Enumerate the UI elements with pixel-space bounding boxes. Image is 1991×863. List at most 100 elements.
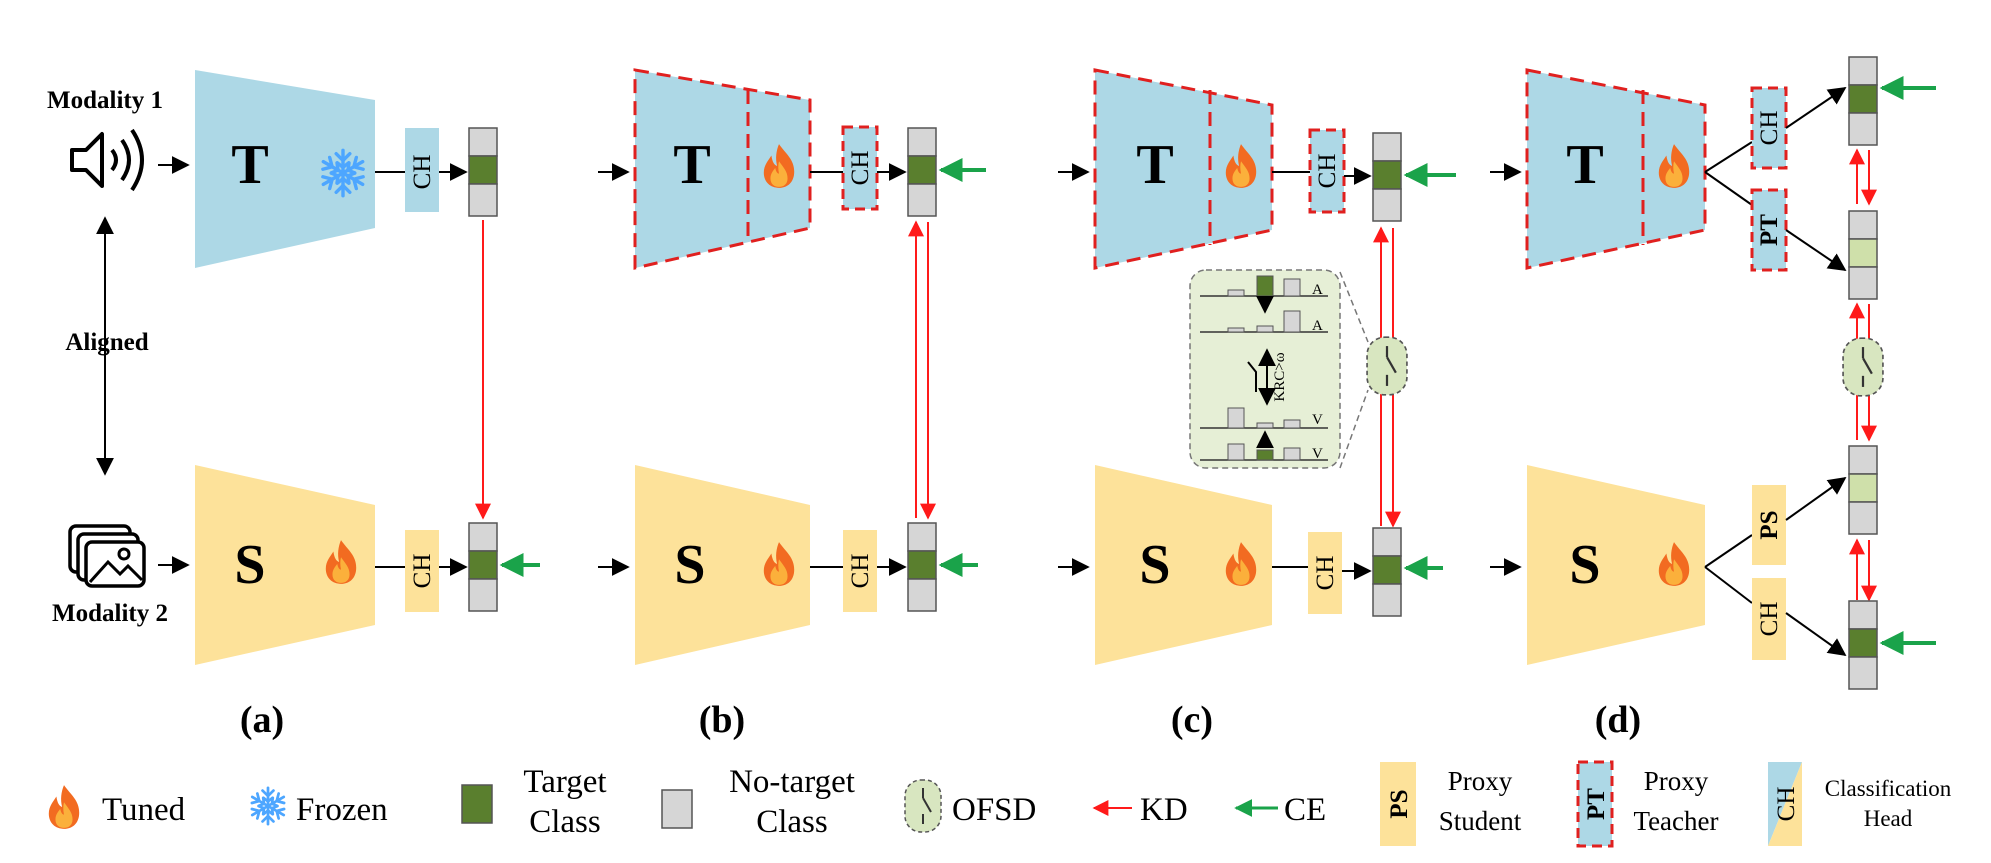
ch-label-teacher-d: CH xyxy=(1756,111,1783,146)
ch-label-student-c: CH xyxy=(1312,556,1339,591)
ps-label-d: PS xyxy=(1756,510,1783,539)
caption-a: (a) xyxy=(240,699,284,741)
branch-t-pt-d xyxy=(1704,171,1753,206)
legend-target-line2: Class xyxy=(529,804,601,840)
speaker-icon xyxy=(70,128,144,192)
panel-c: T CH A A xyxy=(1058,68,1456,741)
ch-box-teacher-d xyxy=(1750,86,1788,170)
ch-box-student-d xyxy=(1752,578,1786,660)
legend-ps-line1: Proxy xyxy=(1448,766,1513,796)
student-label-b: S xyxy=(674,534,705,596)
legend-notarget-swatch xyxy=(661,789,693,829)
ch-box-student-b xyxy=(843,530,877,612)
ch-vec-arrow-d1 xyxy=(1785,86,1847,129)
legend-ofsd: OFSD xyxy=(952,792,1036,828)
student-encoder-b xyxy=(635,465,810,665)
student-encoder-d xyxy=(1527,465,1705,665)
legend-ps-box xyxy=(1380,762,1416,846)
modality1-label: Modality 1 xyxy=(47,87,163,114)
class-vector-proxy-student-d xyxy=(1848,445,1878,535)
ch-label-teacher-b: CH xyxy=(847,151,874,186)
images-icon xyxy=(68,524,146,588)
ofsd-switch-icon xyxy=(904,779,942,833)
snowflake-icon xyxy=(250,788,287,824)
class-vector-student-ch-d xyxy=(1848,600,1878,690)
inset-label-a2: A xyxy=(1312,318,1323,334)
class-vector-student-c xyxy=(1372,527,1402,617)
ps-vec-arrow-d xyxy=(1785,476,1847,521)
ch-box-teacher-c xyxy=(1308,128,1346,214)
legend-pt-box xyxy=(1576,760,1614,848)
modality2-label: Modality 2 xyxy=(52,600,168,627)
legend-ps-label: PS xyxy=(1386,789,1413,818)
teacher-encoder-b xyxy=(633,68,812,270)
legend-pt-label: PT xyxy=(1583,788,1610,820)
ps-box-d xyxy=(1752,485,1786,565)
student-label-c: S xyxy=(1139,534,1170,596)
ch-label-teacher-c: CH xyxy=(1314,154,1341,189)
ch-box-teacher-a xyxy=(405,128,439,212)
legend-kd: KD xyxy=(1140,792,1188,828)
student-encoder-c xyxy=(1095,465,1272,665)
legend: Tuned Frozen Target Class No-target Clas… xyxy=(48,760,1952,848)
inset-label-a1: A xyxy=(1312,282,1323,298)
ofsd-switch-icon xyxy=(1841,337,1885,397)
branch-s-ps-d xyxy=(1704,534,1753,568)
student-label-a: S xyxy=(234,534,265,596)
panel-d: T CH PT S PS CH (d) xyxy=(1490,56,1936,741)
class-vector-teacher-a xyxy=(468,127,498,217)
branch-t-ch-d xyxy=(1704,141,1753,173)
student-encoder-a xyxy=(195,465,375,665)
inset-label-v1: V xyxy=(1312,412,1323,428)
ch-vec-arrow-d2 xyxy=(1785,612,1847,657)
teacher-encoder-a xyxy=(195,70,375,268)
pt-label-d: PT xyxy=(1756,214,1783,246)
inset-connector-top xyxy=(1339,271,1369,343)
caption-b: (b) xyxy=(699,699,745,741)
branch-s-ch-d xyxy=(1704,566,1753,604)
student-label-d: S xyxy=(1569,534,1600,596)
legend-ch-label: CH xyxy=(1773,787,1800,822)
legend-notarget-line1: No-target xyxy=(729,764,855,800)
ofsd-inset: A A KRC>ω V V xyxy=(1189,269,1341,469)
ch-label-student-a: CH xyxy=(409,554,436,589)
ch-box-student-c xyxy=(1308,532,1342,614)
class-vector-student-b xyxy=(907,522,937,612)
ch-label-teacher-a: CH xyxy=(409,155,436,190)
teacher-encoder-d xyxy=(1525,68,1707,270)
ch-box-student-a xyxy=(405,530,439,612)
legend-ps-line2: Student xyxy=(1439,806,1522,836)
pt-vec-arrow-d xyxy=(1785,229,1847,272)
inset-connector-bottom xyxy=(1339,389,1369,469)
teacher-label-c: T xyxy=(1136,134,1173,196)
caption-d: (d) xyxy=(1595,699,1641,741)
class-vector-teacher-c xyxy=(1372,132,1402,222)
class-vector-proxy-teacher-d xyxy=(1848,210,1878,300)
caption-c: (c) xyxy=(1171,699,1213,741)
inset-label-v2: V xyxy=(1312,446,1323,462)
legend-tuned: Tuned xyxy=(102,792,186,828)
ofsd-switch-icon xyxy=(1365,336,1409,396)
teacher-label-b: T xyxy=(673,134,710,196)
ch-label-student-b: CH xyxy=(847,554,874,589)
class-vector-student-a xyxy=(468,522,498,612)
panel-b: T CH S CH (b) xyxy=(598,68,986,741)
legend-frozen: Frozen xyxy=(296,792,388,828)
teacher-label-a: T xyxy=(231,134,268,196)
legend-ch-line1: Classification xyxy=(1825,776,1952,801)
legend-target-line1: Target xyxy=(523,764,606,800)
teacher-label-d: T xyxy=(1566,134,1603,196)
legend-notarget-line2: Class xyxy=(756,804,828,840)
inset-krc-label: KRC>ω xyxy=(1272,352,1288,401)
legend-ch-line2: Head xyxy=(1864,806,1913,831)
ch-box-teacher-b xyxy=(841,125,879,211)
panel-a: Modality 1 Aligned Modality 2 T CH S xyxy=(47,70,540,741)
legend-pt-line2: Teacher xyxy=(1633,806,1718,836)
legend-pt-line1: Proxy xyxy=(1644,766,1709,796)
legend-target-swatch xyxy=(461,784,493,824)
legend-ch-box-yellow xyxy=(1768,762,1802,846)
class-vector-teacher-b xyxy=(907,127,937,217)
aligned-label: Aligned xyxy=(65,329,148,356)
legend-ce: CE xyxy=(1284,792,1326,828)
